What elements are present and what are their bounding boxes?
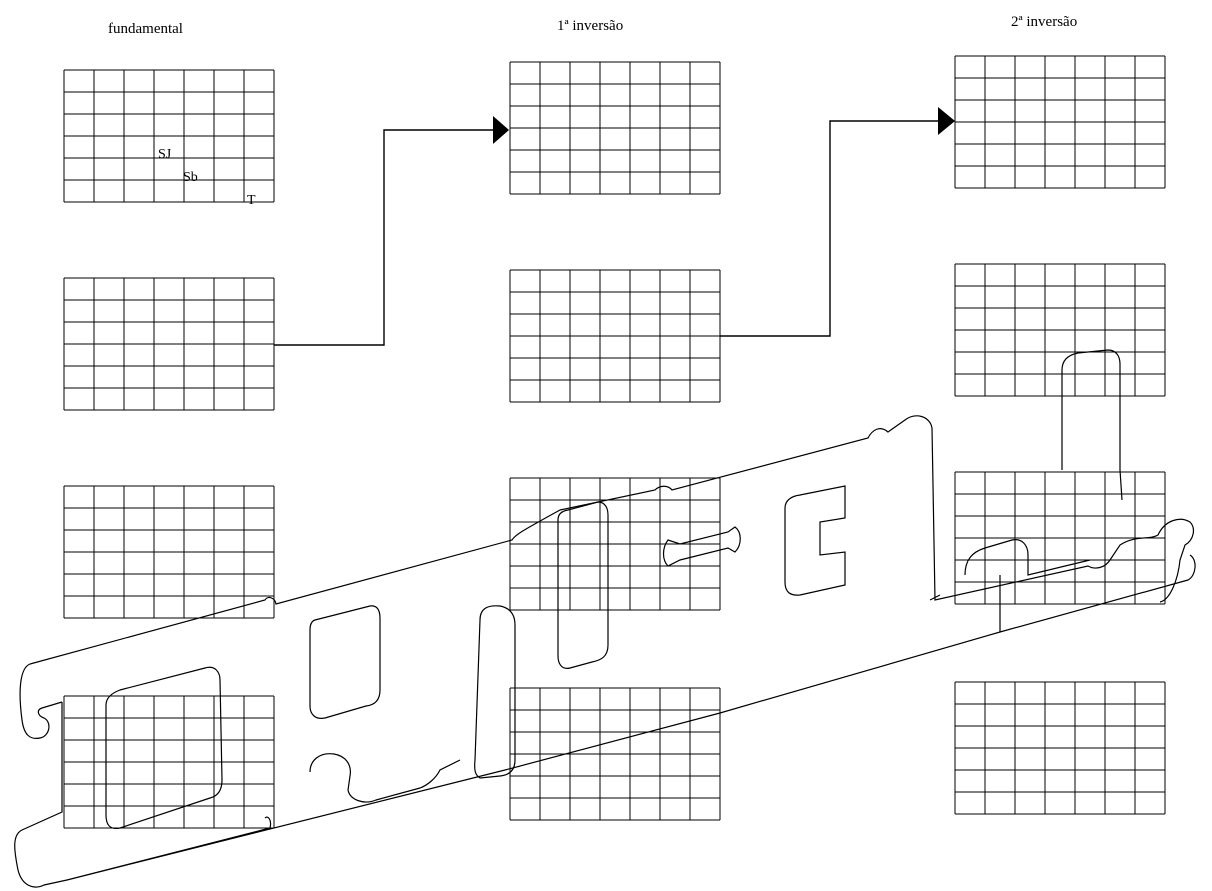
grid-group [64, 56, 1165, 828]
grid-second-inversion-3 [955, 472, 1165, 604]
grid-second-inversion-2 [955, 264, 1165, 396]
cell-label-t: T [247, 193, 256, 208]
grid-first-inversion-4 [510, 688, 720, 820]
grid-fundamental-4 [64, 696, 274, 828]
cell-label-sb: Sb [183, 170, 198, 185]
cell-label-sj: SJ [158, 147, 172, 162]
column-title-second-inversion: 2ª inversão [1011, 14, 1077, 30]
connector-first-to-second [720, 107, 955, 336]
grid-second-inversion-4 [955, 682, 1165, 814]
grid-first-inversion-1 [510, 62, 720, 194]
grid-fundamental-2 [64, 278, 274, 410]
column-title-first-inversion: 1ª inversão [557, 18, 623, 34]
arrowhead-icon [938, 107, 955, 135]
connector-fundamental-to-first [274, 116, 509, 345]
grid-fundamental-3 [64, 486, 274, 618]
grid-second-inversion-1 [955, 56, 1165, 188]
grid-first-inversion-2 [510, 270, 720, 402]
arrowhead-icon [493, 116, 509, 144]
column-title-fundamental: fundamental [108, 21, 183, 37]
grid-first-inversion-3 [510, 478, 720, 610]
grid-fundamental-1 [64, 70, 274, 202]
